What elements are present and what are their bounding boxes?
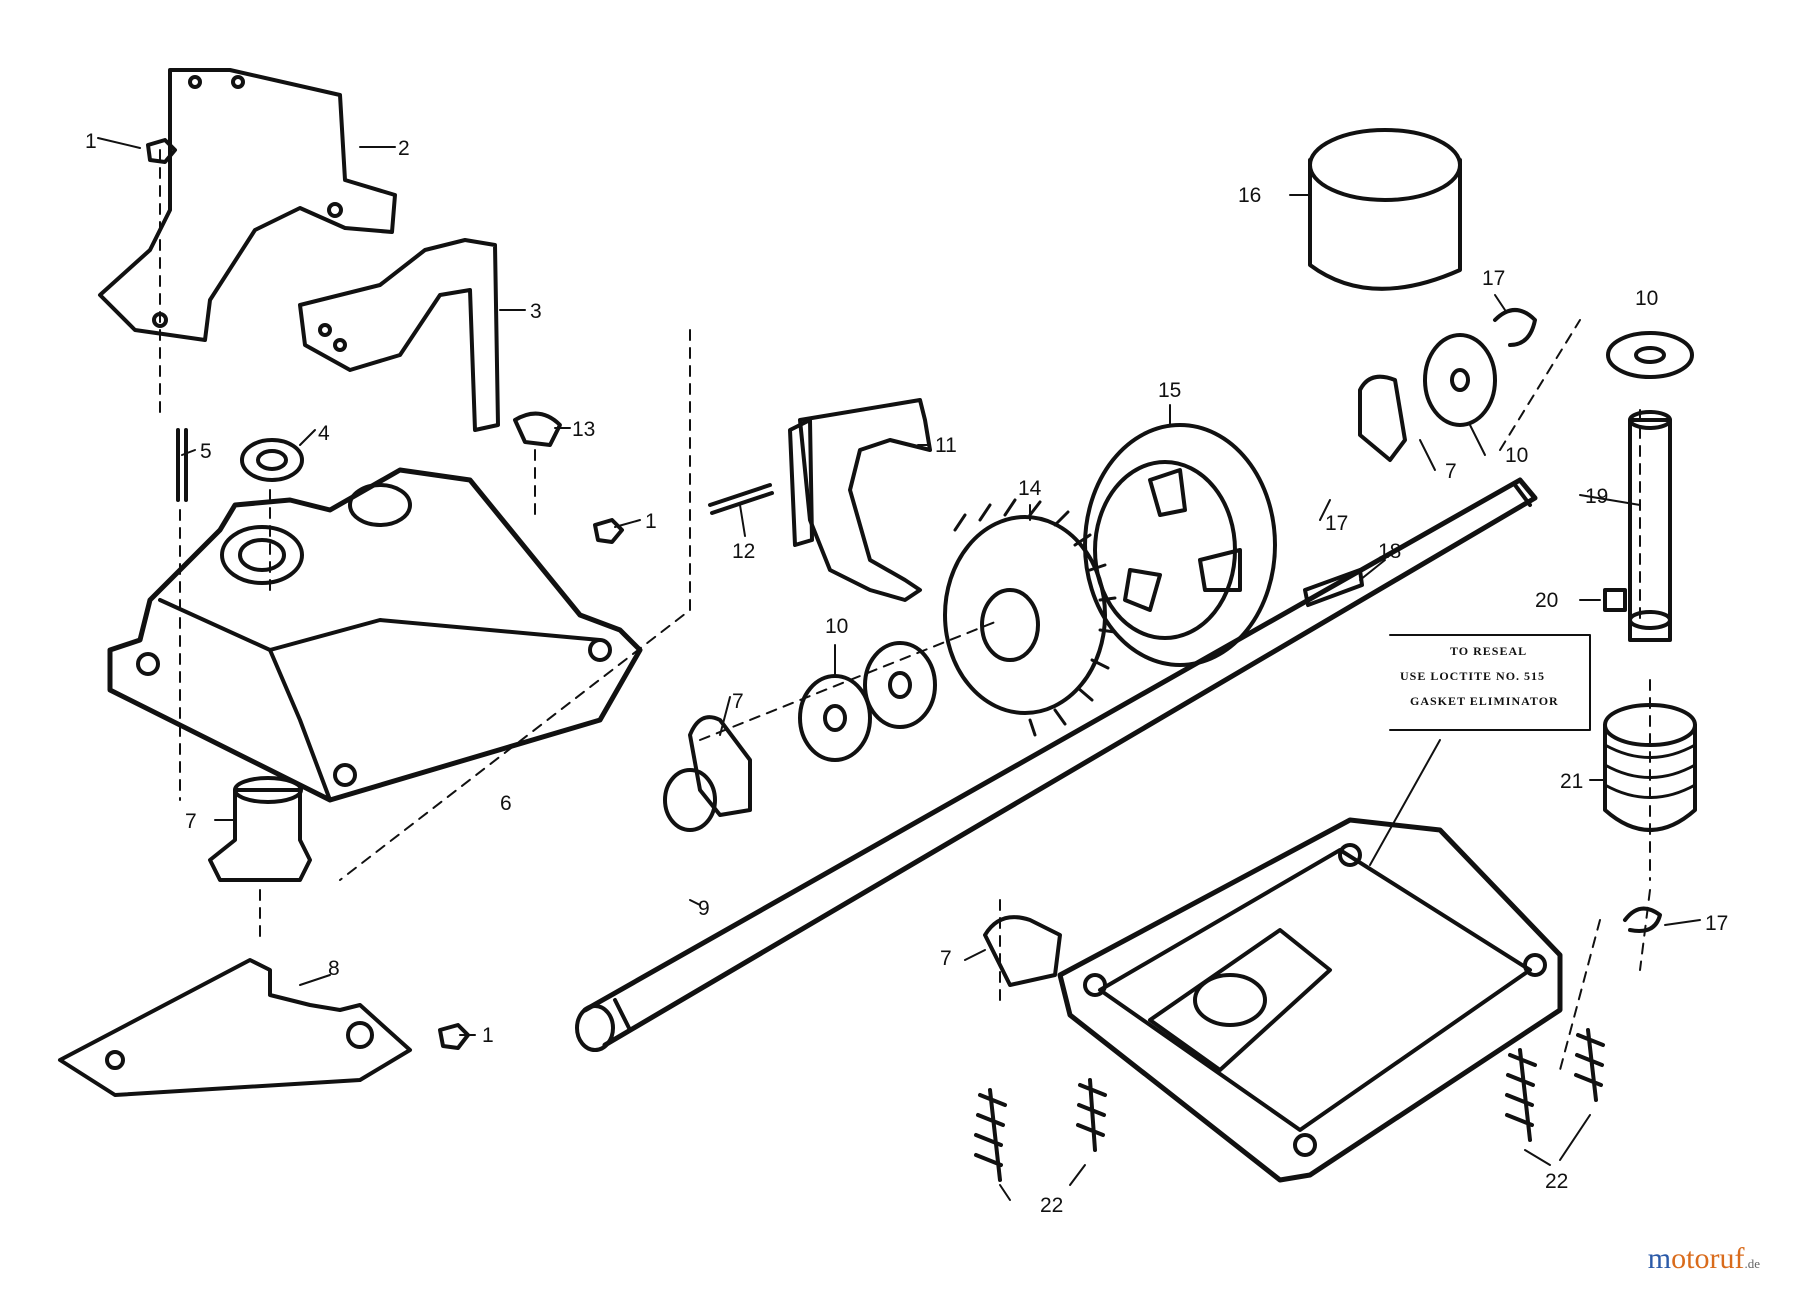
watermark-m: m [1647,1242,1672,1275]
washer-part-10-b [863,641,937,729]
watermark-de: .de [1744,1256,1760,1271]
bearing-cup-part-16 [1308,158,1462,291]
callout-11: 11 [935,434,957,457]
lower-case [1057,817,1563,1183]
callout-7-a: 7 [185,810,197,833]
callout-21: 21 [1560,770,1583,793]
worm-shaft-part-19 [1628,418,1672,642]
callout-13: 13 [572,418,595,441]
screw-part-22-b [1076,1078,1107,1152]
ring-part-17-a [1493,308,1537,347]
callout-22-b: 22 [1545,1170,1568,1193]
callout-7-c: 7 [1445,460,1457,483]
note-line-3: GASKET ELIMINATOR [1410,694,1559,708]
callout-15: 15 [1158,379,1181,402]
callout-10-b: 10 [1505,444,1528,467]
callout-8: 8 [328,957,340,980]
shaft-part-9 [582,477,1538,1048]
callout-1-c: 1 [482,1024,494,1047]
worm-gear-part-21 [1603,723,1697,832]
watermark-logo: motoruf.de [1648,1242,1760,1276]
plate-part-8 [58,958,412,1097]
bushing-part-7-a [208,788,312,882]
pin-part-5 [176,428,188,502]
note-line-1: TO RESEAL [1450,644,1527,658]
callout-12: 12 [732,540,755,563]
callout-6: 6 [500,792,512,815]
pin-part-20 [1603,588,1627,612]
bushing-part-7-b [688,715,752,817]
bracket-part-2 [98,68,397,342]
callout-10-c: 10 [1635,287,1658,310]
washer-part-4 [240,438,304,482]
fork-part-11 [798,398,932,602]
nut-part-1-b [593,518,624,544]
callout-22-a: 22 [1040,1194,1063,1217]
callout-17-a: 17 [1482,267,1505,290]
clutch-part-15 [1083,423,1277,667]
washer-part-10-d [1606,331,1694,379]
callout-20: 20 [1535,589,1558,612]
watermark-otoruf: otoruf [1671,1242,1745,1275]
nut-part-1-a [146,138,177,164]
note-line-2: USE LOCTITE NO. 515 [1400,669,1545,683]
key-part-18 [1303,568,1364,607]
callout-17-c: 17 [1705,912,1728,935]
callout-5: 5 [200,440,212,463]
callout-10-a: 10 [825,615,848,638]
callout-4: 4 [318,422,330,445]
callout-19: 19 [1585,485,1608,508]
screw-part-22-d [1574,1028,1605,1102]
bushing-part-7-c [1358,374,1407,462]
washer-part-10-c [1423,333,1497,427]
callout-1-a: 1 [85,130,97,153]
callout-18: 18 [1378,540,1401,563]
plug-part-13 [513,411,562,447]
callout-2: 2 [398,137,410,160]
note-box [1389,634,1591,731]
callout-17-b: 17 [1325,512,1348,535]
callout-14: 14 [1018,477,1042,500]
screw-part-22-c [1505,1048,1537,1142]
shift-arm-part-3 [298,238,500,432]
bushing-part-7-d [983,915,1062,987]
washer-part-10-a [798,674,872,762]
callout-1-b: 1 [645,510,657,533]
callout-7-d: 7 [940,947,952,970]
nut-part-1-c [438,1023,470,1050]
gear-part-14 [943,515,1107,715]
callout-16: 16 [1238,184,1261,207]
screw-part-22-a [974,1088,1007,1182]
upper-case-part-6 [107,467,643,803]
ring-part-17-c [1623,906,1662,933]
callout-7-b: 7 [732,690,744,713]
callout-9: 9 [698,897,710,920]
pin-part-12 [708,483,774,515]
callout-3: 3 [530,300,542,323]
